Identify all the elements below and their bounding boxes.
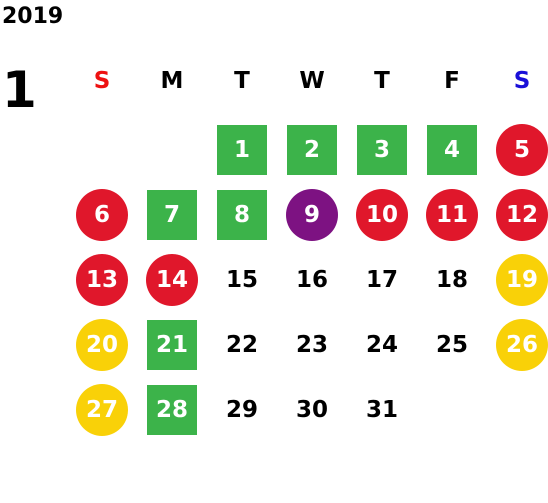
day-24[interactable]: 24 (365, 332, 398, 358)
day-16[interactable]: 16 (295, 267, 328, 293)
day-29[interactable]: 29 (225, 397, 258, 423)
day-30[interactable]: 30 (295, 397, 328, 423)
day-4[interactable]: 4 (427, 125, 477, 175)
day-31[interactable]: 31 (365, 397, 398, 423)
weekday-3: W (299, 68, 325, 94)
month-number: 1 (2, 61, 37, 119)
day-27[interactable]: 27 (76, 384, 128, 436)
day-1[interactable]: 1 (217, 125, 267, 175)
day-22[interactable]: 22 (225, 332, 258, 358)
day-2[interactable]: 2 (287, 125, 337, 175)
day-21[interactable]: 21 (147, 320, 197, 370)
weekday-1: M (160, 68, 184, 94)
weekday-2: T (234, 68, 250, 94)
weekday-4: T (374, 68, 390, 94)
day-14[interactable]: 14 (146, 254, 198, 306)
weekday-5: F (444, 68, 460, 94)
day-26[interactable]: 26 (496, 319, 548, 371)
day-20[interactable]: 20 (76, 319, 128, 371)
day-9[interactable]: 9 (286, 189, 338, 241)
day-3[interactable]: 3 (357, 125, 407, 175)
day-17[interactable]: 17 (365, 267, 398, 293)
day-5[interactable]: 5 (496, 124, 548, 176)
weekday-0: S (93, 68, 111, 94)
year-label: 2019 (2, 4, 64, 29)
day-28[interactable]: 28 (147, 385, 197, 435)
day-13[interactable]: 13 (76, 254, 128, 306)
day-8[interactable]: 8 (217, 190, 267, 240)
day-6[interactable]: 6 (76, 189, 128, 241)
day-7[interactable]: 7 (147, 190, 197, 240)
day-23[interactable]: 23 (295, 332, 328, 358)
day-15[interactable]: 15 (225, 267, 258, 293)
day-12[interactable]: 12 (496, 189, 548, 241)
day-10[interactable]: 10 (356, 189, 408, 241)
weekday-6: S (513, 68, 531, 94)
day-11[interactable]: 11 (426, 189, 478, 241)
day-18[interactable]: 18 (435, 267, 468, 293)
day-19[interactable]: 19 (496, 254, 548, 306)
day-25[interactable]: 25 (435, 332, 468, 358)
